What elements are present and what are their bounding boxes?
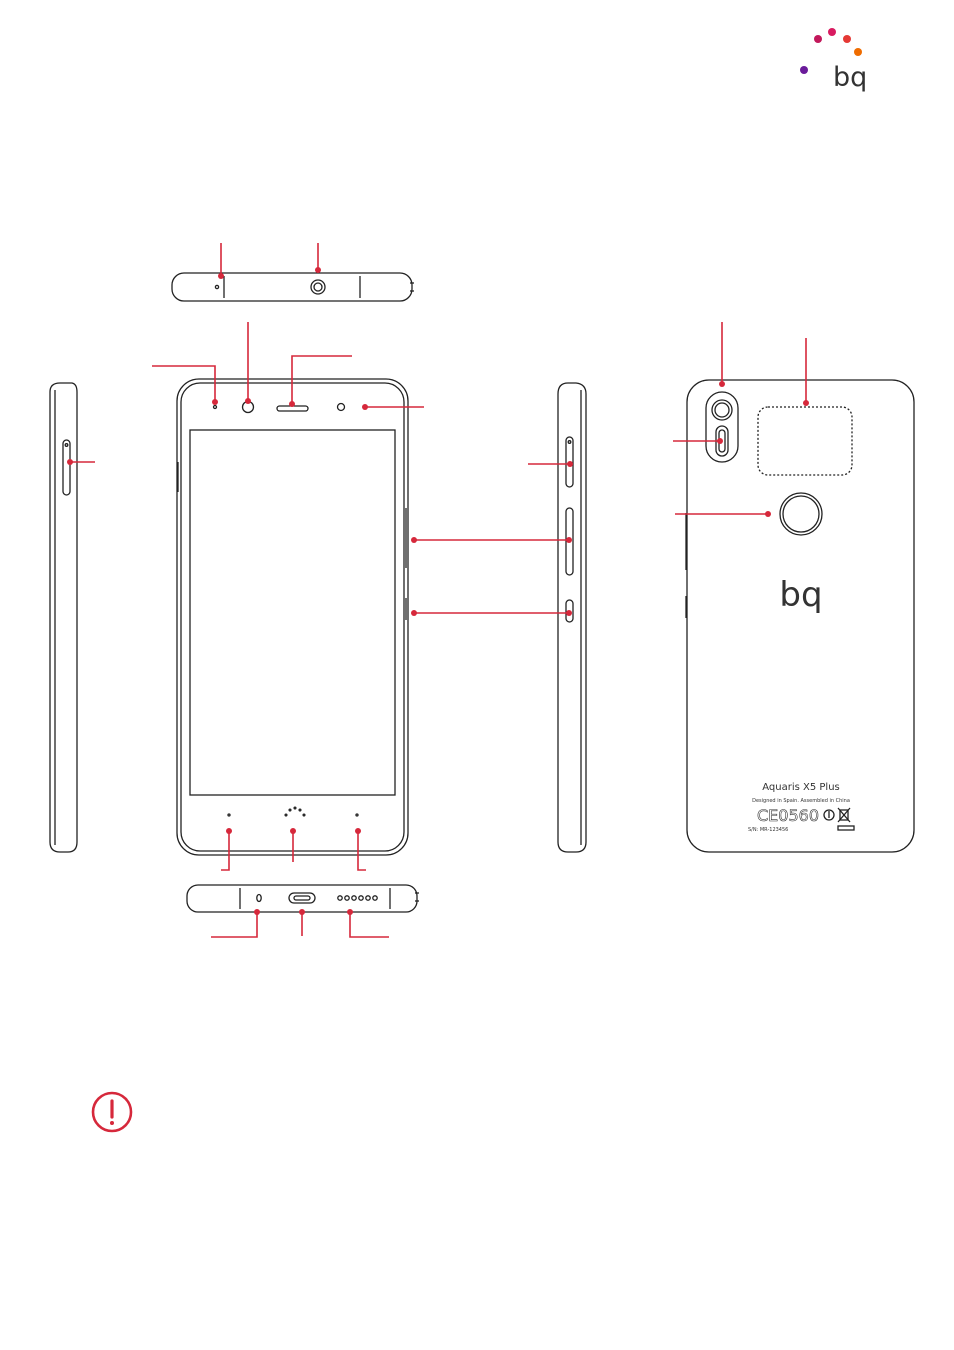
nfc-area bbox=[757, 406, 853, 476]
proximity-sensor bbox=[336, 402, 346, 412]
front-screen bbox=[189, 429, 396, 796]
secondary-mic-hole bbox=[214, 284, 220, 290]
device-diagram: .o { fill: none; stroke: #222; stroke-wi… bbox=[49, 243, 915, 938]
top-edge-view bbox=[171, 272, 414, 302]
rear-camera bbox=[711, 399, 733, 421]
volume-button bbox=[565, 507, 574, 576]
weee-bin-icon bbox=[837, 807, 851, 823]
power-button bbox=[565, 599, 574, 623]
sd-tray bbox=[565, 436, 574, 488]
top-edge-callouts bbox=[218, 243, 321, 279]
front-view bbox=[176, 378, 409, 856]
serial-text: S/N: MR-123456 bbox=[748, 827, 788, 833]
speaker-grille bbox=[337, 895, 378, 901]
fingerprint-sensor bbox=[779, 492, 823, 536]
main-mic-hole bbox=[256, 893, 262, 903]
camera-module bbox=[705, 391, 739, 463]
designed-text: Designed in Spain. Assembled in China bbox=[752, 798, 850, 804]
back-callouts bbox=[673, 322, 809, 517]
left-side-view bbox=[49, 382, 78, 853]
sim-tray bbox=[62, 439, 71, 496]
logo-dot bbox=[854, 48, 862, 56]
model-name: Aquaris X5 Plus bbox=[762, 782, 840, 793]
logo-dot bbox=[814, 35, 822, 43]
logo-text: bq bbox=[833, 62, 867, 93]
home-dots bbox=[284, 806, 306, 817]
bottom-edge-callouts bbox=[211, 909, 389, 938]
brand-logo: bq bbox=[800, 28, 867, 93]
alert-mark bbox=[823, 809, 835, 821]
cert-mark: CE0560 bbox=[757, 806, 819, 825]
usb-port bbox=[288, 892, 316, 904]
back-logo: bq bbox=[779, 575, 822, 615]
logo-dot bbox=[800, 66, 808, 74]
logo-dot bbox=[828, 28, 836, 36]
front-callouts bbox=[152, 322, 424, 871]
exclamation-circle-icon bbox=[91, 1091, 133, 1133]
bottom-edge-view bbox=[186, 884, 419, 913]
left-side-callout bbox=[67, 459, 95, 465]
right-side-callouts bbox=[411, 461, 573, 616]
headphone-jack bbox=[310, 279, 326, 295]
light-sensor bbox=[212, 404, 218, 410]
logo-dot bbox=[843, 35, 851, 43]
back-view: bq Aquaris X5 Plus Designed in Spain. As… bbox=[685, 379, 915, 853]
right-side-view bbox=[557, 382, 587, 853]
